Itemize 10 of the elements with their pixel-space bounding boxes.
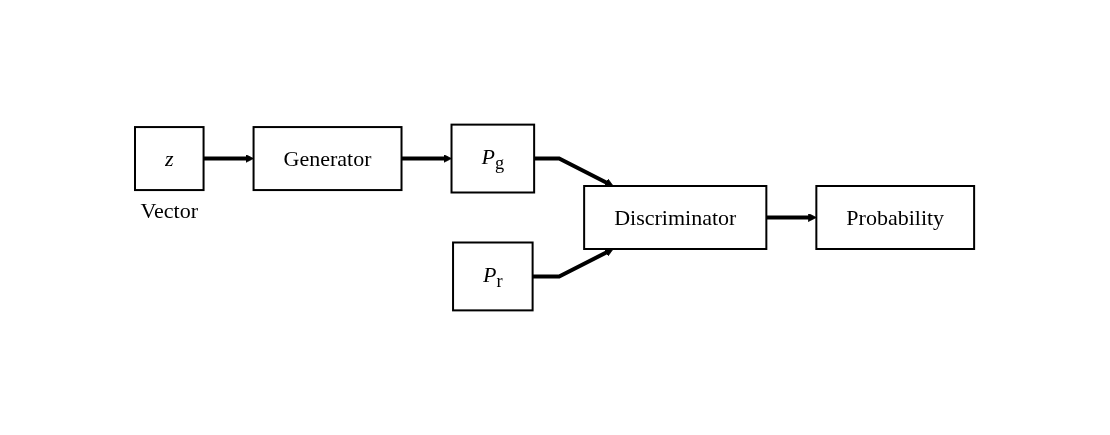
arrow — [533, 248, 615, 279]
node-caption: Vector — [141, 198, 199, 224]
arrow — [534, 156, 615, 187]
node-box: Generator — [253, 126, 403, 192]
node-box: Discriminator — [583, 185, 768, 250]
arrow — [204, 154, 255, 163]
node-box: P$_{g}$ — [450, 123, 536, 194]
node-box: Probability — [815, 185, 976, 250]
node-box: P$_{r}$ — [452, 241, 535, 312]
node-box: z — [134, 126, 205, 192]
